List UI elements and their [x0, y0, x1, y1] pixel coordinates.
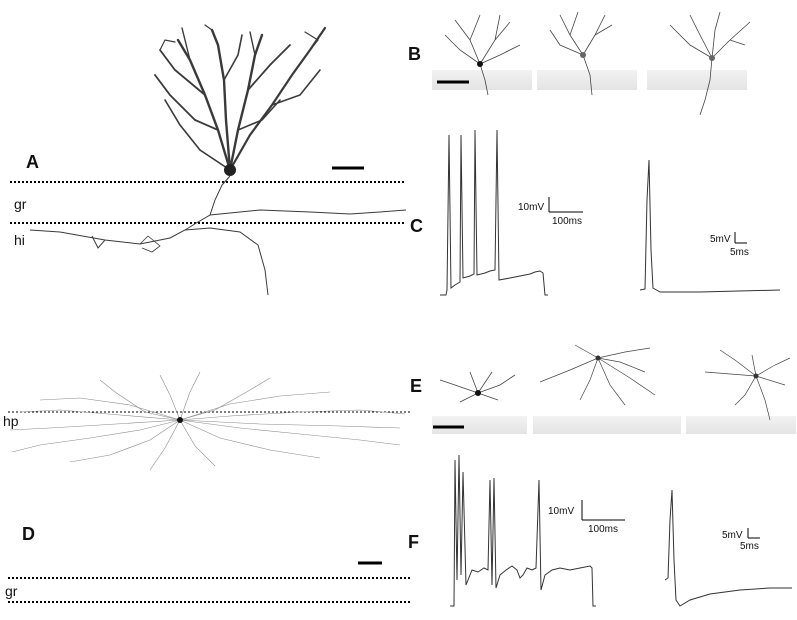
granule-cell-soma [224, 164, 236, 176]
scale-label-voltage: 5mV [710, 234, 731, 245]
scale-label-voltage: 10mV [518, 202, 544, 213]
scale-label-time: 100ms [552, 216, 582, 227]
granule-cell-dendrites [154, 24, 327, 172]
gr-layer-band [533, 416, 681, 434]
gr-layer-band [686, 416, 796, 434]
gr-layer-band [537, 70, 637, 90]
interneuron-soma [177, 417, 183, 423]
neuron-soma [709, 55, 715, 61]
granule-cell-axon [29, 175, 407, 296]
scale-label-voltage: 10mV [548, 506, 574, 517]
layer-label-gr: gr [5, 583, 18, 599]
scale-label-voltage: 5mV [722, 530, 743, 541]
panel-c: C 10mV 100ms 5mV 5ms [410, 129, 781, 296]
panel-letter-c: C [410, 216, 423, 236]
scale-bar-c-left: 10mV 100ms [518, 197, 583, 227]
gr-layer-band [647, 70, 747, 90]
single-spike-trace [664, 489, 792, 607]
layer-label-gr: gr [14, 196, 27, 212]
neuron-soma [475, 390, 481, 396]
neuron-reconstruction [444, 14, 521, 96]
layer-label-hp: hp [3, 413, 19, 429]
scale-bar-f-right: 5mV 5ms [722, 528, 760, 552]
panel-letter-b: B [408, 44, 421, 64]
neuron-reconstruction [539, 344, 656, 406]
neuron-reconstruction [669, 11, 751, 116]
panel-letter-f: F [408, 532, 419, 552]
layer-label-hi: hi [14, 232, 25, 248]
neuron-reconstruction [439, 371, 516, 403]
neuron-soma [477, 61, 483, 67]
scale-label-time: 5ms [740, 541, 759, 552]
neuron-soma [580, 52, 586, 58]
neuron-soma [595, 355, 601, 361]
scale-label-time: 100ms [588, 524, 618, 535]
neuron-reconstruction [704, 349, 791, 421]
scale-bar-f-left: 10mV 100ms [548, 500, 625, 535]
panel-f: F 10mV 100ms 5mV 5ms [408, 454, 792, 607]
single-spike-trace [639, 159, 781, 293]
firing-trace [450, 454, 596, 607]
scale-bar-c-right: 5mV 5ms [710, 232, 749, 258]
panel-letter-d: D [22, 524, 35, 544]
panel-letter-a: A [26, 152, 39, 172]
panel-b: B [408, 11, 751, 116]
hilar-interneuron-arbor [9, 371, 406, 471]
gr-layer-band [432, 416, 527, 434]
gr-layer-band [432, 70, 532, 90]
firing-trace [440, 129, 548, 296]
neuron-soma [753, 373, 759, 379]
neuron-reconstruction [549, 11, 613, 96]
panel-a: A gr hi [10, 24, 407, 296]
panel-letter-e: E [410, 376, 422, 396]
scale-label-time: 5ms [730, 247, 749, 258]
panel-e: E [410, 344, 796, 434]
panel-d: D hp gr [3, 371, 410, 603]
